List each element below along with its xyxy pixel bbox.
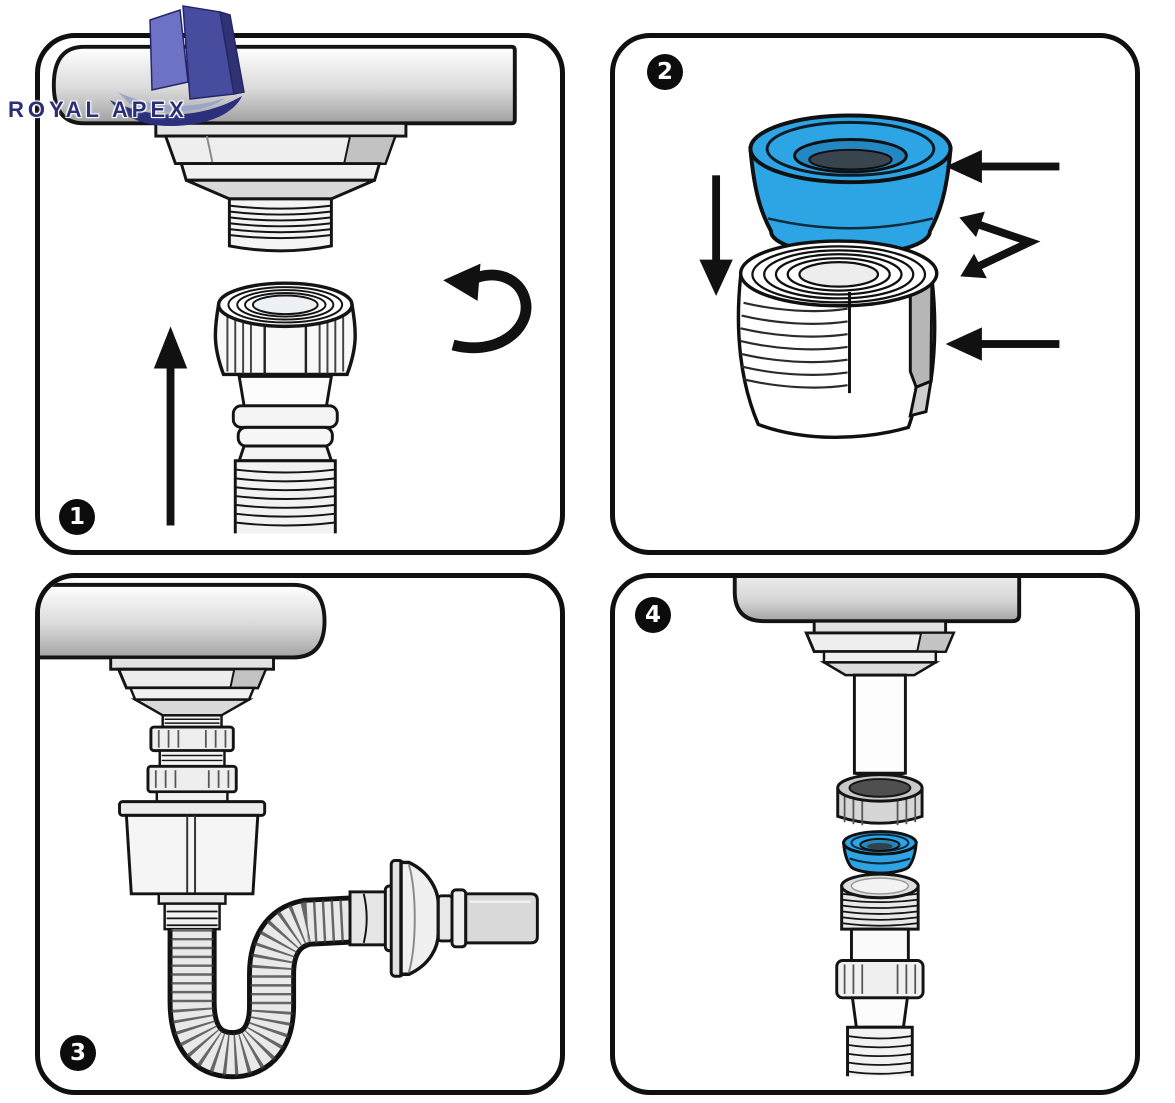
straight-tailpiece bbox=[852, 673, 907, 779]
assembled-p-trap-figure bbox=[40, 582, 539, 1080]
cutaway-locknut bbox=[736, 239, 939, 440]
step-panel-4: 4 bbox=[610, 573, 1140, 1095]
hose-slip-nut bbox=[213, 281, 357, 377]
step-number: 4 bbox=[644, 601, 661, 628]
rubber-washer-blue bbox=[748, 113, 953, 257]
flexible-hose-p-trap bbox=[167, 894, 366, 1080]
drain-flange bbox=[109, 655, 275, 717]
logo-text: ROYAL APEX bbox=[8, 97, 188, 122]
step-number-badge: 3 bbox=[60, 1035, 96, 1071]
step-number: 3 bbox=[69, 1039, 86, 1066]
step-panel-2: 2 bbox=[610, 33, 1140, 555]
up-arrow-icon bbox=[153, 326, 188, 526]
exploded-stack-figure bbox=[732, 578, 1022, 1077]
flexible-hose-end bbox=[231, 374, 339, 534]
step-number-badge: 2 bbox=[647, 54, 683, 90]
drain-flange bbox=[804, 619, 956, 677]
step-number-badge: 4 bbox=[635, 597, 671, 633]
step-panel-3: 3 bbox=[35, 573, 565, 1095]
sink-tailpiece-and-hose-figure bbox=[51, 44, 532, 534]
step-number-badge: 1 bbox=[59, 499, 95, 535]
royal-apex-logo: ROYAL APEX bbox=[0, 0, 262, 140]
tailpiece-nuts bbox=[146, 714, 238, 803]
royal-apex-building-icon bbox=[110, 5, 245, 126]
sink-counter bbox=[732, 578, 1022, 624]
drain-flange bbox=[154, 121, 408, 253]
step-number: 1 bbox=[68, 503, 85, 530]
slip-nut bbox=[836, 773, 924, 826]
threaded-hose-end bbox=[835, 872, 925, 1077]
trap-cup-housing bbox=[118, 800, 267, 931]
down-arrow-icon bbox=[699, 175, 733, 296]
rubber-washer-blue bbox=[842, 830, 918, 875]
wall-outlet-connection bbox=[348, 859, 539, 978]
insert-double-arrow-icon bbox=[959, 211, 1041, 279]
left-arrow-bottom-icon bbox=[945, 327, 1060, 361]
washer-into-nut-figure bbox=[699, 113, 1060, 440]
rotate-counterclockwise-arrow-icon bbox=[443, 263, 532, 354]
sink-counter bbox=[40, 582, 327, 660]
step-panel-1: 1 bbox=[35, 33, 565, 555]
left-arrow-top-icon bbox=[945, 149, 1060, 184]
step-number: 2 bbox=[656, 58, 673, 85]
